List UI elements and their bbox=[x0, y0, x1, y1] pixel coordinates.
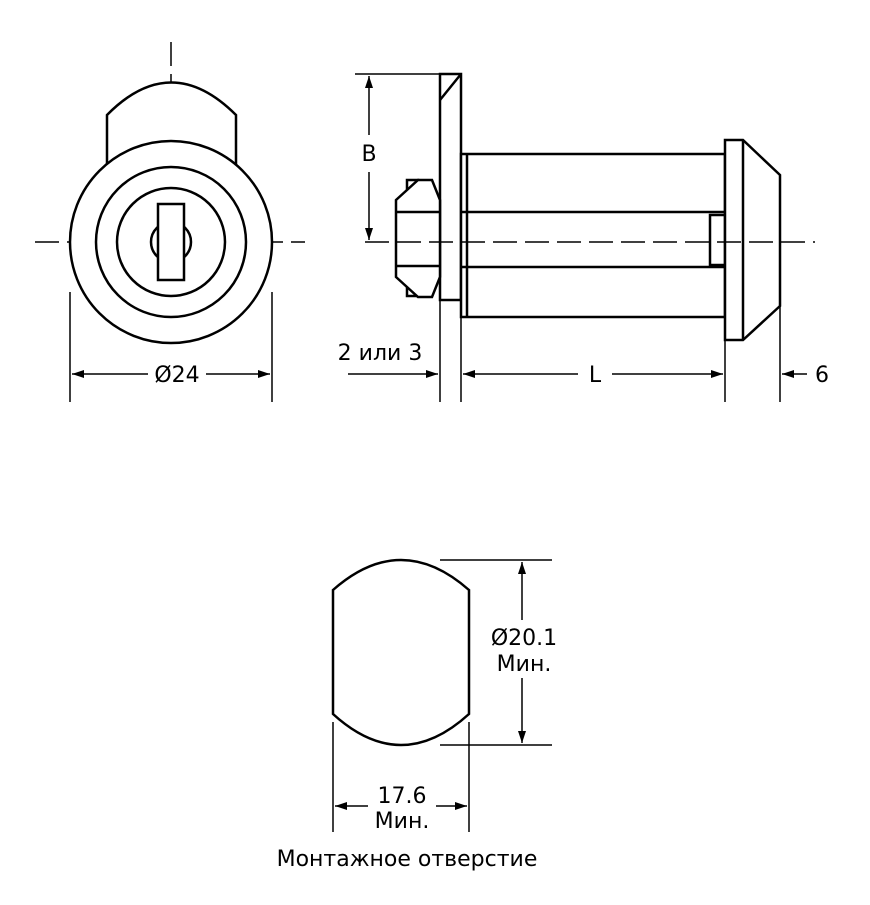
hex-nut bbox=[394, 178, 442, 299]
plug-inner-circle bbox=[115, 186, 227, 298]
dia24-label: Ø24 bbox=[154, 363, 199, 388]
side-view: B 2 или 3 L 6 bbox=[338, 72, 829, 402]
mounting-flange bbox=[438, 72, 463, 302]
six-label: 6 bbox=[815, 363, 829, 388]
mounting-hole-caption: Монтажное отверстие bbox=[277, 847, 538, 872]
lock-body bbox=[459, 152, 727, 319]
key-slot bbox=[156, 202, 186, 282]
l-label: L bbox=[589, 363, 602, 388]
hole-height-min-label: Мин. bbox=[497, 652, 552, 677]
end-cap bbox=[723, 138, 782, 342]
b-label: B bbox=[361, 142, 376, 167]
mounting-hole-view: Ø20.1 Мин. 17.6 Мин. Монтажное отверстие bbox=[277, 558, 557, 872]
hole-width-min-label: Мин. bbox=[375, 809, 430, 834]
flange-chamfer bbox=[439, 73, 462, 101]
cam-tail bbox=[708, 213, 727, 267]
mounting-hole-outline bbox=[331, 558, 471, 747]
panel-thickness-label: 2 или 3 bbox=[338, 341, 423, 366]
plug-outer-circle bbox=[94, 165, 248, 319]
front-view: Ø24 bbox=[35, 42, 305, 402]
hole-width-label: 17.6 bbox=[378, 784, 427, 809]
hole-height-label: Ø20.1 bbox=[491, 626, 557, 651]
